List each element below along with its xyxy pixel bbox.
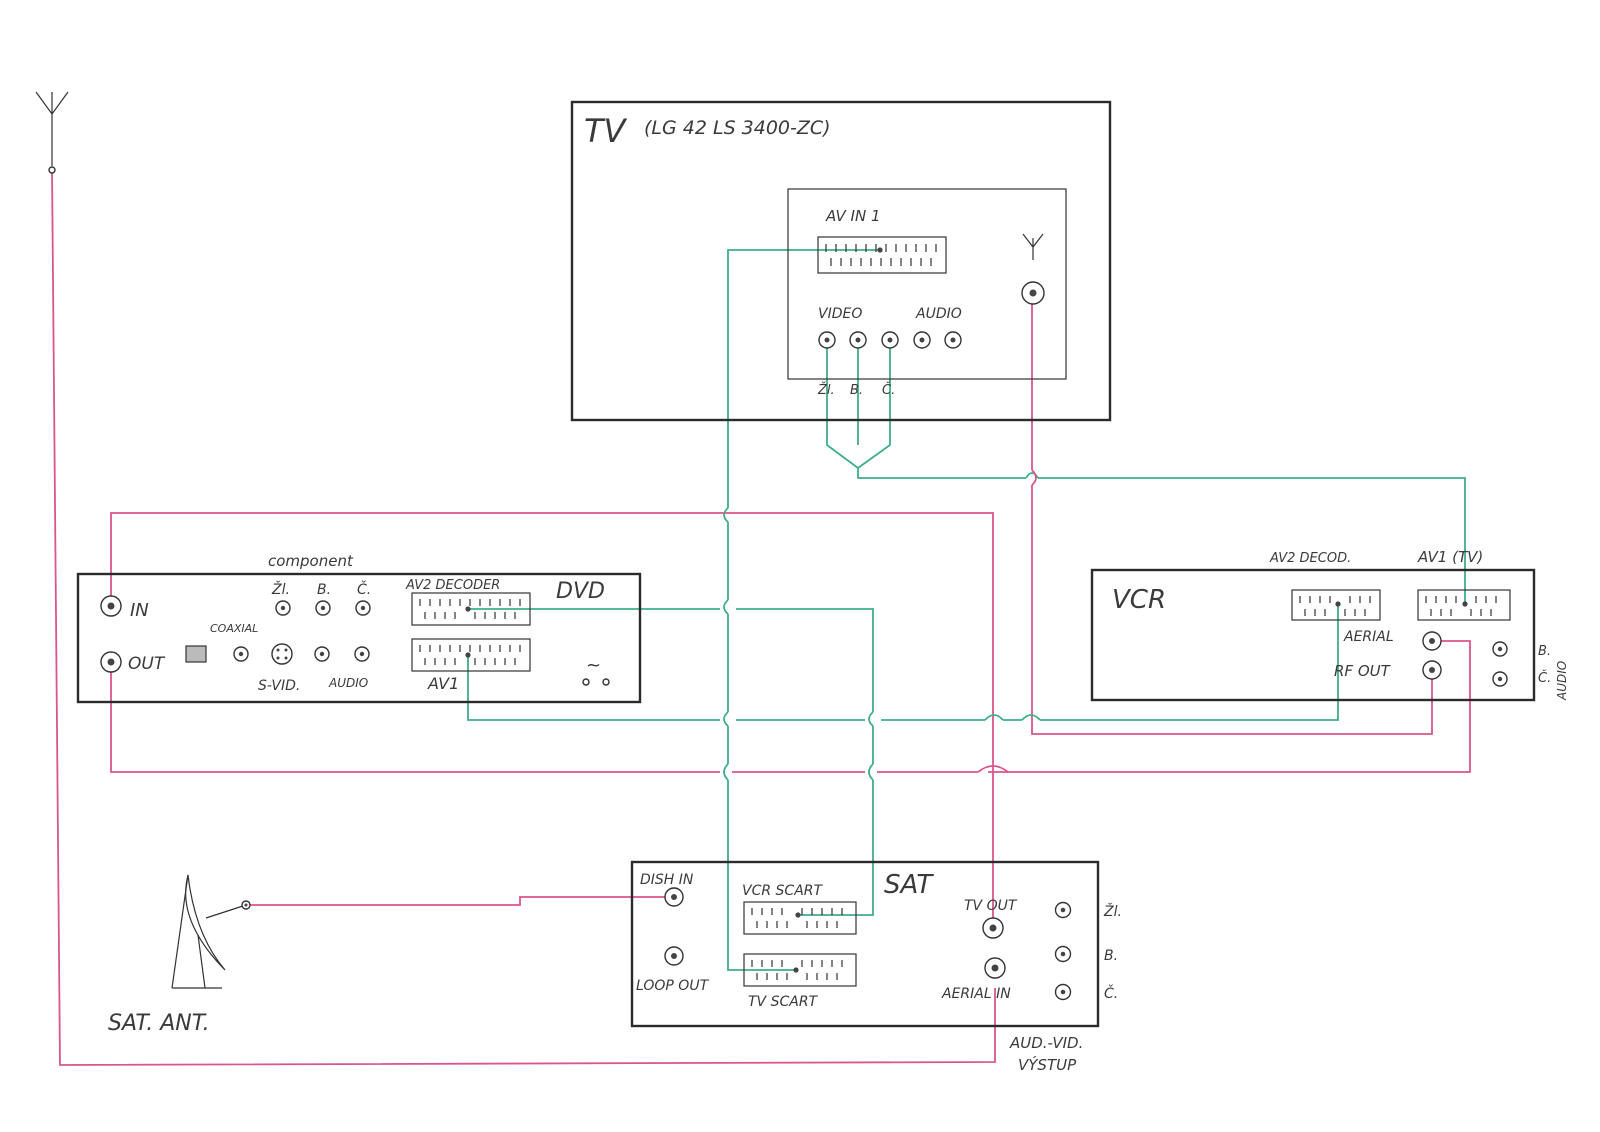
dvd-audio-jacks <box>314 646 370 662</box>
rf-cable-sat-to-dvd-in <box>110 512 994 928</box>
dvd-svid-label: S-VID. <box>258 678 300 694</box>
sat-aerial-in-jack <box>984 957 1006 979</box>
dvd-outline <box>76 572 642 704</box>
dvd-in-jack <box>100 595 122 617</box>
cable-crossings <box>723 469 1041 781</box>
tv-b-label: B. <box>850 383 863 398</box>
av-cables <box>467 249 1466 971</box>
tv-model: (LG 42 LS 3400-ZC) <box>644 117 831 139</box>
sat-loop-out-jack <box>664 946 684 966</box>
sat-title: SAT <box>884 870 934 900</box>
sat-loop-out-label: LOOP OUT <box>636 978 710 994</box>
sat-c-label: Č. <box>1104 984 1118 1002</box>
sat-vystup-label: VÝSTUP <box>1018 1055 1077 1074</box>
rf-cable-dish <box>246 896 665 906</box>
vcr-aerial-jack <box>1422 631 1442 651</box>
tv-aerial-jack <box>1021 281 1045 305</box>
tv-audio-label: AUDIO <box>915 306 962 322</box>
dvd-zl-label: Žl. <box>271 580 290 598</box>
av-cable-dvd-av1-to-vcr <box>467 606 1339 721</box>
tv-av-in-scart <box>817 236 947 274</box>
dvd-coaxial-label: COAXIAL <box>210 622 258 635</box>
dvd-av1-label: AV1 <box>427 674 459 693</box>
dvd-in-label: IN <box>130 600 149 621</box>
sat-tv-out-label: TV OUT <box>964 898 1018 914</box>
tv-outline <box>570 100 1112 422</box>
vcr-rf-out-jack <box>1422 660 1442 680</box>
vcr-av1-label: AV1 (TV) <box>1417 548 1483 566</box>
vcr-rf-out-label: RF OUT <box>1334 662 1392 680</box>
tv-unit: TV (LG 42 LS 3400-ZC) AV IN 1 VIDEO AUDI… <box>570 100 1112 422</box>
tv-av-in-label: AV IN 1 <box>825 207 881 225</box>
tv-video-label: VIDEO <box>818 306 862 322</box>
sat-zl-label: Žl. <box>1103 902 1122 920</box>
dvd-av2-scart <box>411 592 531 626</box>
sat-dish-in-label: DISH IN <box>640 872 694 888</box>
vcr-unit: VCR AV2 DECOD. AV1 (TV) AERIAL RF OUT B.… <box>1090 548 1569 702</box>
tv-title: TV <box>584 112 628 150</box>
dvd-svideo-jack <box>271 643 293 665</box>
sat-vcr-scart <box>743 901 857 935</box>
tv-rca-jacks <box>818 331 962 349</box>
tv-aerial-icon <box>1022 233 1044 260</box>
terrestrial-antenna-icon <box>35 91 69 174</box>
dvd-component-jacks <box>275 600 371 616</box>
vcr-aerial-label: AERIAL <box>1343 629 1394 645</box>
vcr-audio-label: AUDIO <box>1555 661 1569 701</box>
vcr-outline <box>1090 568 1536 702</box>
vcr-b-label: B. <box>1538 644 1551 659</box>
sat-tv-scart <box>743 953 857 987</box>
vcr-av2-scart <box>1291 589 1381 621</box>
sat-ant-label: SAT. ANT. <box>108 1011 210 1036</box>
dvd-c-label: Č. <box>357 580 371 598</box>
dvd-out-jack <box>100 651 122 673</box>
dvd-title: DVD <box>556 579 605 604</box>
dvd-audio-label: AUDIO <box>328 676 368 690</box>
dvd-component-label: component <box>268 552 354 570</box>
dvd-coaxial-jack <box>233 646 249 662</box>
sat-b-label: B. <box>1104 948 1118 964</box>
sat-unit: DISH IN LOOP OUT VCR SCART TV SCART SAT … <box>630 860 1122 1074</box>
av-cable-tv-component <box>826 340 1466 606</box>
satellite-dish-icon <box>171 874 251 989</box>
dvd-av1-scart <box>411 638 531 672</box>
dvd-out-label: OUT <box>128 654 166 674</box>
dvd-power-connector-icon: ~ <box>582 655 610 686</box>
vcr-title: VCR <box>1112 585 1166 615</box>
rf-cables <box>51 167 1471 1066</box>
tv-c-label: Č. <box>882 382 895 398</box>
dvd-power-symbol: ~ <box>586 655 601 676</box>
sat-aud-vid-label: AUD.-VID. <box>1009 1034 1083 1052</box>
vcr-c-label: Č. <box>1538 670 1551 686</box>
av-cable-tv-scart <box>727 249 880 971</box>
sat-outline <box>630 860 1100 1028</box>
rf-cable-antenna <box>51 167 996 1066</box>
tv-zl-label: Žl. <box>817 382 835 398</box>
dvd-av2-label: AV2 DECODER <box>405 578 500 593</box>
sat-tv-out-jack <box>982 917 1004 939</box>
sat-tv-scart-label: TV SCART <box>748 994 819 1010</box>
tv-connector-panel <box>787 188 1067 380</box>
sat-av-output-jacks <box>1054 901 1072 1001</box>
dvd-unit: IN OUT component Žl. B. Č. COAXIAL S-VID… <box>76 552 642 704</box>
vcr-audio-jacks <box>1492 641 1508 687</box>
sat-dish-in-jack <box>664 887 684 907</box>
dvd-b-label: B. <box>317 582 331 598</box>
dvd-optical-port <box>185 645 207 663</box>
sat-vcr-scart-label: VCR SCART <box>742 883 823 899</box>
rf-cable-dvd-out-to-vcr <box>110 640 1471 773</box>
vcr-av2-label: AV2 DECOD. <box>1269 551 1351 566</box>
sat-aerial-in-label: AERIAL IN <box>941 986 1011 1002</box>
av-cable-dvd-to-sat <box>468 608 874 916</box>
vcr-av1-scart <box>1417 589 1511 621</box>
